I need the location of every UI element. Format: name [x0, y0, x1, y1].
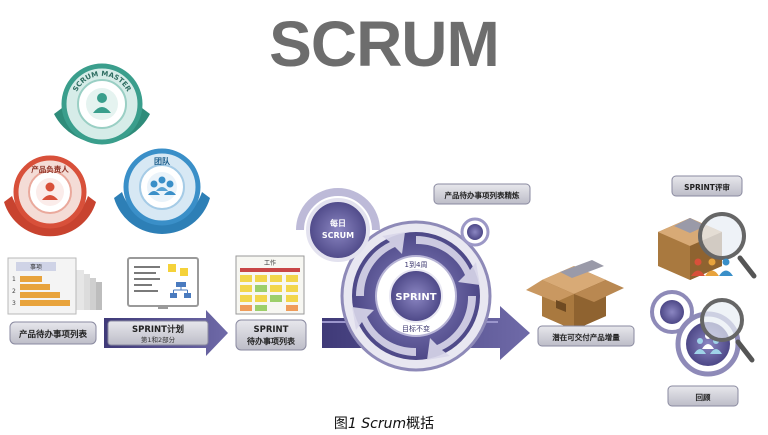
retrospective-label-box: 回顾 — [667, 385, 739, 407]
caption-prefix: 图 — [334, 416, 348, 432]
sprint-cycle: SPRINT 1到4周 目标不变 — [340, 220, 492, 372]
sprint-planning-label: SPRINT计划 — [132, 324, 184, 335]
increment-label-box: 潜在可交付产品增量 — [537, 325, 635, 347]
retrospective-icon — [650, 290, 755, 377]
scrum-master-badge: SCRUM MASTER — [54, 63, 150, 145]
sprint-backlog-label-box: SPRINT 待办事项列表 — [235, 319, 307, 351]
sprint-planning-arrow: SPRINT计划 第1和2部分 — [104, 310, 228, 356]
refinement-label-box: 产品待办事项列表精炼 — [433, 183, 531, 205]
product-owner-badge: 产品负责人 — [4, 155, 96, 237]
sprint-backlog-card-header: 工作 — [264, 259, 276, 267]
team-icon — [148, 176, 176, 195]
team-label: 团队 — [154, 156, 171, 166]
magnifier-icon — [700, 298, 755, 363]
product-owner-label: 产品负责人 — [31, 164, 69, 174]
product-backlog-label-box: 产品待办事项列表 — [9, 321, 97, 345]
caption-suffix: 概括 — [406, 416, 434, 432]
sprint-review-label: SPRINT评审 — [684, 182, 730, 192]
product-backlog-card: 事项 1 2 3 — [7, 257, 102, 315]
daily-scrum-badge: 每日 SCRUM — [296, 188, 380, 262]
backlog-item-number: 2 — [12, 288, 16, 295]
sprint-review-icon — [658, 212, 757, 280]
person-icon — [93, 93, 111, 113]
caption-number: 1 — [348, 416, 357, 432]
increment-box-icon — [526, 260, 624, 330]
team-icon — [691, 258, 733, 276]
sprint-label: SPRINT — [395, 292, 436, 303]
team-badge: 团队 — [114, 148, 210, 234]
product-backlog-label: 产品待办事项列表 — [19, 329, 88, 340]
sprint-duration: 1到4周 — [405, 261, 428, 269]
figure-caption: 图1 Scrum概括 — [334, 416, 434, 432]
sprint-fixed-goal: 目标不变 — [402, 324, 430, 333]
refinement-label: 产品待办事项列表精炼 — [445, 190, 520, 200]
retrospective-label: 回顾 — [696, 393, 711, 402]
magnifier-icon — [698, 212, 757, 279]
backlog-card-header: 事项 — [30, 263, 42, 271]
daily-scrum-line2: SCRUM — [322, 231, 354, 240]
caption-word: Scrum — [361, 416, 406, 432]
sprint-planning-sublabel: 第1和2部分 — [141, 335, 176, 344]
sprint-backlog-label-line2: 待办事项列表 — [246, 336, 296, 346]
refinement-badge — [460, 217, 490, 247]
sprint-review-label-box: SPRINT评审 — [671, 175, 743, 197]
sprint-backlog-board: 工作 — [235, 255, 305, 315]
increment-label: 潜在可交付产品增量 — [552, 332, 620, 342]
backlog-item-number: 3 — [12, 300, 16, 307]
backlog-item-number: 1 — [12, 276, 16, 283]
page-title: SCRUM — [269, 8, 499, 80]
daily-scrum-line1: 每日 — [330, 218, 346, 228]
person-icon — [42, 182, 58, 200]
sprint-backlog-label-line1: SPRINT — [254, 325, 289, 335]
sprint-planning-board — [127, 257, 199, 309]
